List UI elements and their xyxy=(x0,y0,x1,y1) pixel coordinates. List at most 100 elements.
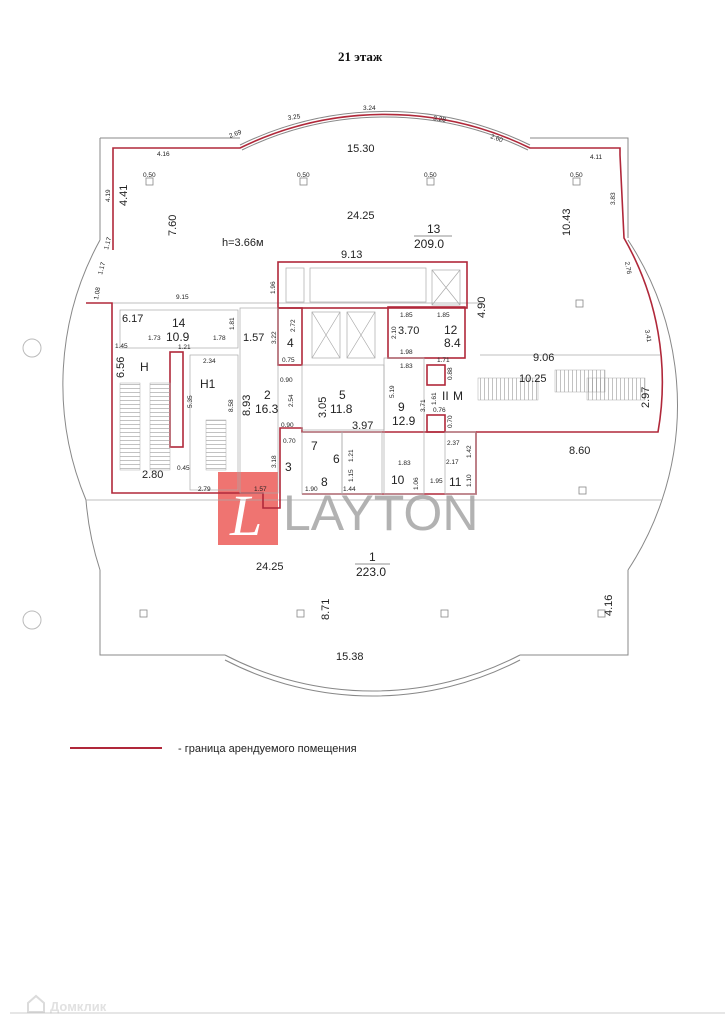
floor-title: 21 этаж xyxy=(338,49,383,64)
dimension-label: 0.45 xyxy=(177,465,190,472)
dimension-label: 2.60 xyxy=(489,133,504,144)
dimension-label: 2.72 xyxy=(290,319,297,332)
dimension-label: 0.50 xyxy=(143,172,156,179)
dimension: 2.97 xyxy=(640,387,652,408)
dimension-label: 1.78 xyxy=(213,335,226,342)
room-area: 12.9 xyxy=(392,414,416,428)
dimension: 4.41 xyxy=(118,185,130,206)
dimension-label: 1.08 xyxy=(93,286,102,300)
room-area: 223.0 xyxy=(356,565,386,579)
room-mark: 6 xyxy=(333,452,340,466)
dimension-label: 0.70 xyxy=(283,438,296,445)
dimension-label: 0.50 xyxy=(424,172,437,179)
inner-walls xyxy=(119,307,477,495)
dimension-label: 0.90 xyxy=(281,422,294,429)
dimension-label: 9.15 xyxy=(176,294,189,301)
dimension-label: 0.88 xyxy=(447,367,454,380)
room-mark: 4 xyxy=(287,336,294,350)
dimension: 8.71 xyxy=(320,599,332,620)
dimension-label: 1.21 xyxy=(348,449,355,462)
dimension: 3.05 xyxy=(317,397,329,418)
dimension-label: L xyxy=(229,483,262,548)
dimension-label: 1.73 xyxy=(148,335,161,342)
dimension: 9.13 xyxy=(341,249,362,261)
dimension-label: 2.79 xyxy=(198,486,211,493)
dimension-label: 0.90 xyxy=(280,377,293,384)
dimension-label: 2.54 xyxy=(288,394,295,407)
dimension-label: 1.21 xyxy=(178,344,191,351)
dimension: 8.60 xyxy=(569,445,590,457)
dimension: 9.06 xyxy=(533,352,554,364)
dimension: 1.57 xyxy=(243,332,264,344)
room-mark: Н xyxy=(140,360,149,374)
dimension-label: 1.83 xyxy=(400,363,413,370)
dimension-label: 4.11 xyxy=(590,154,603,161)
dimension-label: 1.45 xyxy=(115,343,128,350)
dimension-label: 3.41 xyxy=(643,329,652,343)
dimension: 8.93 xyxy=(241,395,253,416)
room-number: 12 xyxy=(444,323,458,337)
dimension: 10.25 xyxy=(519,373,547,385)
dimension-label: 1.81 xyxy=(229,317,236,330)
dimension-label: 1.42 xyxy=(466,445,473,458)
room-area: 16.3 xyxy=(255,402,279,416)
dimension-label: 1.17 xyxy=(97,261,107,275)
dimension-label: 2.37 xyxy=(447,440,460,447)
dimension-label: 4.16 xyxy=(157,151,170,158)
dimension-label: 1.90 xyxy=(305,486,318,493)
room-area: 209.0 xyxy=(414,237,444,251)
room-number: 9 xyxy=(398,400,405,414)
dimension-label: Домклик xyxy=(50,999,107,1014)
dimension: 24.25 xyxy=(256,561,284,573)
dimensions-small: 4.16 4.11 2.69 3.25 3.24 3.28 2.60 0.50 … xyxy=(93,105,652,493)
dimension: 6.56 xyxy=(115,357,127,378)
dimension-label: 3.22 xyxy=(271,331,278,344)
dimension-label: 1.96 xyxy=(270,281,277,294)
legend: - граница арендуемого помещения xyxy=(70,743,357,755)
dimension: 15.38 xyxy=(336,651,364,663)
dimension-label: 1.06 xyxy=(413,477,420,490)
dimension-label: 1.44 xyxy=(343,486,356,493)
dimension-label: 2.34 xyxy=(203,358,216,365)
room-number: 5 xyxy=(339,388,346,402)
dimension-label: 1.10 xyxy=(466,474,473,487)
dimension-label: 3.24 xyxy=(363,105,376,112)
room-number: 1 xyxy=(369,550,376,564)
dimension-label: 2.69 xyxy=(228,129,243,140)
dimension: 10.43 xyxy=(561,208,573,236)
dimension: 24.25 xyxy=(347,210,375,222)
room-number: 14 xyxy=(172,316,186,330)
column xyxy=(139,177,606,618)
building-outline xyxy=(62,110,678,697)
room-area: 8.4 xyxy=(444,336,461,350)
dimension-label: 1.17 xyxy=(103,236,113,250)
dimension: 4.16 xyxy=(603,595,615,616)
ceiling-height: h=3.66м xyxy=(222,237,264,249)
dimension: 4.90 xyxy=(476,297,488,318)
dimension-label: 0.70 xyxy=(447,415,454,428)
room-area: 11.8 xyxy=(330,402,353,416)
room-mark: 10 xyxy=(391,473,405,487)
room-mark: II xyxy=(442,389,449,403)
room-mark: М xyxy=(453,389,463,403)
room-labels: 13 209.0 14 10.9 2 16.3 5 11.8 9 12.9 12… xyxy=(140,222,463,579)
punch-hole xyxy=(22,610,42,630)
dimension-label: 2.10 xyxy=(391,326,398,339)
dimension-label: 3.71 xyxy=(420,399,427,412)
room-mark: 8 xyxy=(321,475,328,489)
dimension-label: 3.28 xyxy=(433,115,447,124)
dimension: 7.60 xyxy=(167,215,179,236)
room-mark: 11 xyxy=(449,475,462,489)
dimension-label: 1.57 xyxy=(254,486,267,493)
dimension-label: 4.19 xyxy=(105,189,112,202)
dimension: 2.80 xyxy=(142,469,163,481)
dimension-label: 1.15 xyxy=(348,469,355,482)
dimension-label: 0.50 xyxy=(570,172,583,179)
dimension-label: 0.76 xyxy=(433,407,446,414)
dimension-label: 3.83 xyxy=(610,192,617,205)
dimension-label: 3.18 xyxy=(271,455,278,468)
dimension-label: 1.61 xyxy=(431,392,438,405)
room-mark: Н1 xyxy=(200,377,216,391)
room-mark: 3 xyxy=(285,460,292,474)
